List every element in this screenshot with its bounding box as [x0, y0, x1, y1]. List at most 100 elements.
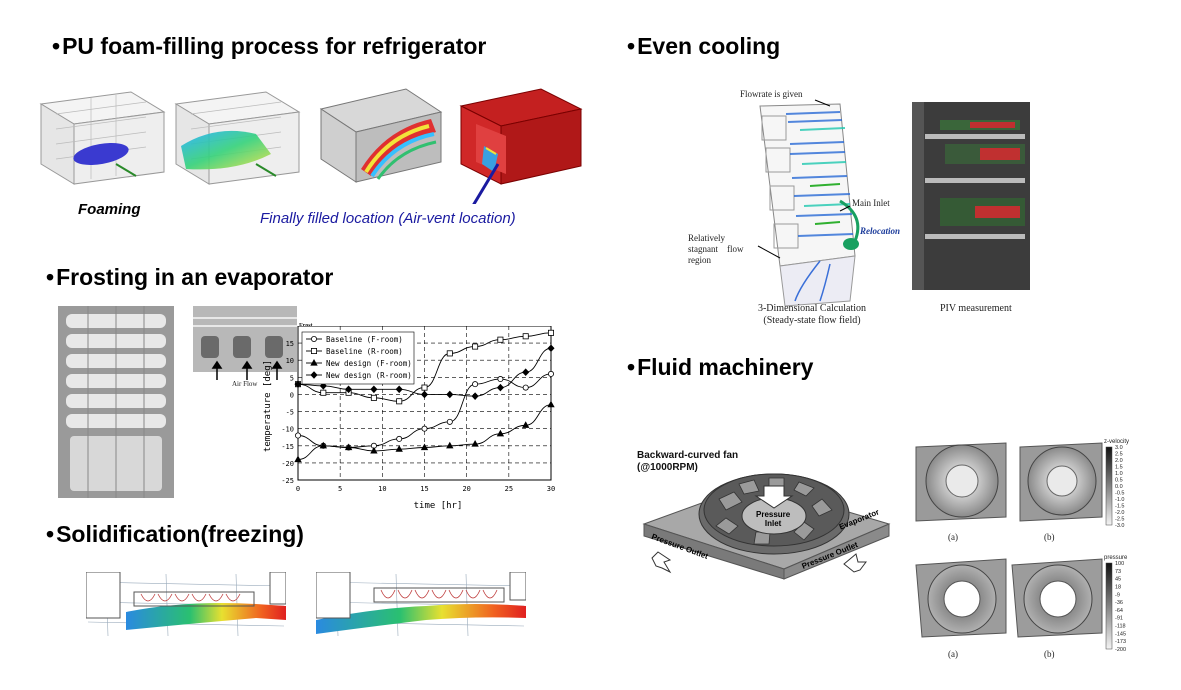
chart-point	[420, 390, 429, 399]
evaporator-photo	[58, 306, 174, 498]
chart-point	[294, 380, 302, 388]
chart-ylabel: temperature [deg]	[263, 360, 273, 452]
chart-point	[421, 425, 428, 432]
cfd-calculation-image	[757, 99, 860, 307]
colorbar-tick-label: 0.5	[1115, 478, 1123, 484]
piv-measurement-image	[912, 102, 1030, 290]
chart-xtick-label: 10	[378, 485, 386, 493]
pressure-panel-b	[1011, 558, 1103, 638]
stagnant-region-label: Relatively stagnant flow region	[688, 233, 744, 265]
chart-point	[522, 333, 529, 340]
chart-ytick-label: 15	[286, 340, 294, 348]
colorbar-tick-label: 73	[1115, 569, 1121, 575]
colorbar-tick-label: -200	[1115, 647, 1126, 653]
chart-ytick-label: -15	[281, 443, 294, 451]
chart-point	[547, 370, 554, 377]
refrigerator-box-2	[174, 91, 301, 185]
chart-point	[294, 455, 302, 463]
chart-point	[446, 350, 453, 357]
piv-caption: PIV measurement	[940, 303, 1012, 314]
colorbar-tick-label: -118	[1115, 624, 1126, 630]
colorbar-tick-label: 2.5	[1115, 452, 1123, 458]
heading-fluid-machinery: •Fluid machinery	[627, 354, 814, 380]
frost-closeup-photo	[193, 306, 297, 372]
zvel-title: z-velocity	[1104, 439, 1129, 445]
colorbar-tick-label: -1.0	[1115, 497, 1124, 503]
chart-point	[319, 382, 327, 390]
heading-even-cooling: •Even cooling	[627, 33, 781, 59]
chart-xtick-label: 20	[462, 485, 470, 493]
colorbar-tick-label: 45	[1115, 577, 1121, 583]
chart-point	[344, 443, 353, 451]
fig-label-b-top: (b)	[1044, 532, 1055, 542]
colorbar-tick-label: -0.5	[1115, 491, 1124, 497]
chart-point	[311, 347, 318, 354]
chart-ytick-label: 10	[286, 357, 294, 365]
chart-ytick-label: -5	[286, 409, 294, 417]
colorbar-tick-label: -2.0	[1115, 510, 1124, 516]
chart-xtick-label: 0	[296, 485, 300, 493]
fan-contour-panels: z-velocity pressure 3.02.52.01.51.00.50.…	[915, 439, 1129, 653]
chart-xtick-label: 5	[338, 485, 342, 493]
refrigerator-box-1	[39, 91, 166, 185]
colorbar-tick-label: -173	[1115, 639, 1126, 645]
chart-point	[345, 385, 353, 394]
refrigerator-box-4	[459, 88, 583, 185]
chart-point	[446, 418, 453, 425]
chart-ytick-label: -25	[281, 477, 294, 485]
pu-foam-sequence-image	[39, 88, 583, 204]
chart-point	[472, 381, 479, 388]
heading-frosting: •Frosting in an evaporator	[46, 264, 334, 290]
colorbar-tick-label: -91	[1115, 616, 1123, 622]
fig-label-a-top: (a)	[948, 532, 958, 542]
chart-point	[395, 445, 403, 452]
chart-point	[497, 336, 504, 343]
colorbar-tick-label: 100	[1115, 561, 1124, 567]
chart-point	[310, 371, 318, 379]
fan-title: Backward-curved fan (@1000RPM)	[637, 450, 739, 473]
colorbar-tick-label: 1.0	[1115, 471, 1123, 477]
chart-point	[547, 329, 554, 336]
chart-point	[522, 384, 529, 391]
zvel-colorbar	[1105, 446, 1113, 526]
pressure-panel-a	[915, 558, 1007, 638]
refrigerator-box-3	[319, 88, 443, 183]
colorbar-tick-label: -36	[1115, 600, 1123, 606]
colorbar-tick-label: -2.5	[1115, 517, 1124, 523]
chart-ytick-label: -20	[281, 460, 294, 468]
chart-point	[295, 432, 302, 439]
chart-point	[421, 384, 428, 391]
chart-legend-label: New design (R-room)	[326, 371, 412, 380]
calc-caption: 3-Dimensional Calculation (Steady-state …	[757, 303, 867, 326]
solidification-image-1	[86, 572, 286, 638]
chart-point	[446, 441, 454, 449]
chart-point	[370, 385, 378, 394]
chart-ytick-label: 5	[290, 374, 294, 382]
colorbar-tick-label: -1.5	[1115, 504, 1124, 510]
chart-legend-label: Baseline (F-room)	[326, 335, 403, 344]
chart-point	[471, 440, 479, 447]
chart-legend-label: Baseline (R-room)	[326, 347, 403, 356]
flowrate-label: Flowrate is given	[740, 89, 803, 99]
chart-point	[310, 358, 318, 366]
colorbar-tick-label: -3.0	[1115, 523, 1124, 529]
chart-ytick-label: -10	[281, 426, 294, 434]
chart-point	[522, 368, 530, 376]
airflow-arrows	[211, 360, 283, 380]
pressure-inlet-label: Pressure Inlet	[756, 510, 791, 528]
filled-location-label: Finally filled location (Air-vent locati…	[260, 210, 516, 227]
colorbar-tick-label: 0.0	[1115, 484, 1123, 490]
fig-label-a-bottom: (a)	[948, 649, 958, 659]
chart-point	[420, 443, 429, 451]
air-vent-pointer-line	[472, 163, 500, 204]
fig-label-b-bottom: (b)	[1044, 649, 1055, 659]
chart-ytick-label: 0	[290, 391, 294, 399]
chart-point	[497, 376, 504, 383]
backward-curved-fan-image	[642, 473, 891, 580]
chart-point	[547, 400, 555, 408]
colorbar-tick-label: 3.0	[1115, 445, 1123, 451]
chart-point	[370, 394, 377, 401]
foaming-label: Foaming	[78, 201, 141, 218]
chart-point	[311, 335, 318, 342]
chart-point	[446, 390, 454, 399]
